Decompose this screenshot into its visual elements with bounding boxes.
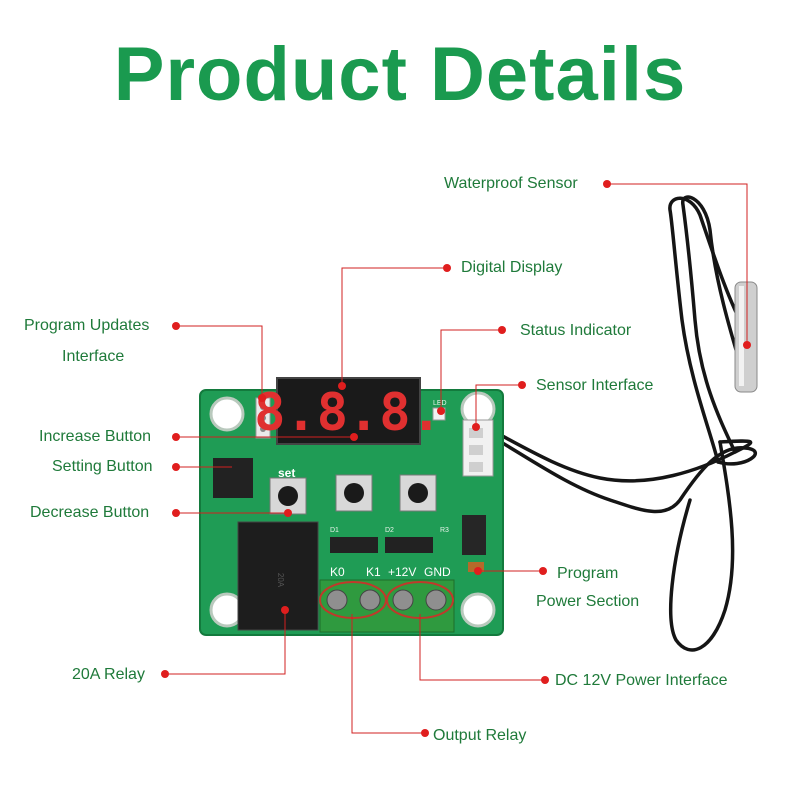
page-title: Product Details [113, 32, 687, 117]
relay-20a: 20A [237, 521, 319, 631]
label-dc-power-interface: DC 12V Power Interface [555, 672, 728, 689]
label-program-power-section: Power Section [536, 593, 640, 610]
label-setting-button: Setting Button [52, 458, 153, 475]
label-increase-button: Increase Button [39, 428, 152, 445]
terminal-label-k1: K1 [366, 565, 381, 579]
increase-button[interactable] [335, 474, 373, 512]
diode-d2 [385, 537, 433, 553]
voltage-regulator [462, 515, 486, 555]
label-program-updates: Program Updates [24, 317, 150, 334]
terminal-label-gnd: GND [424, 565, 451, 579]
label-waterproof-sensor: Waterproof Sensor [444, 175, 578, 192]
leader-dots [161, 180, 751, 737]
diode-d1 [330, 537, 378, 553]
digital-display: 8.8.8. [254, 377, 442, 445]
r3-silkscreen: R3 [440, 527, 449, 534]
sensor-connector [462, 419, 494, 477]
terminal-block [319, 579, 455, 633]
set-silkscreen: set [278, 466, 295, 480]
label-program-updates-interface: Interface [62, 348, 125, 365]
display-digits: 8.8.8. [254, 383, 442, 443]
svg-text:20A: 20A [276, 573, 285, 588]
label-status-indicator: Status Indicator [520, 322, 632, 339]
label-digital-display: Digital Display [461, 259, 563, 276]
d1-silkscreen: D1 [330, 527, 339, 534]
led-silkscreen: LED [433, 400, 447, 407]
waterproof-sensor-cable [480, 195, 758, 652]
setting-button[interactable] [269, 477, 307, 515]
label-output-relay: Output Relay [433, 727, 527, 744]
label-20a-relay: 20A Relay [72, 666, 145, 683]
leader-lines [165, 183, 748, 734]
decrease-button[interactable] [399, 474, 437, 512]
terminal-label-k0: K0 [330, 565, 345, 579]
microcontroller-chip [213, 458, 253, 498]
terminal-label-12v: +12V [388, 565, 416, 579]
label-decrease-button: Decrease Button [30, 504, 150, 521]
label-program-power: Program [557, 565, 619, 582]
program-power-capacitor [468, 562, 484, 572]
d2-silkscreen: D2 [385, 527, 394, 534]
sensor-probe [734, 281, 758, 393]
label-sensor-interface: Sensor Interface [536, 377, 654, 394]
